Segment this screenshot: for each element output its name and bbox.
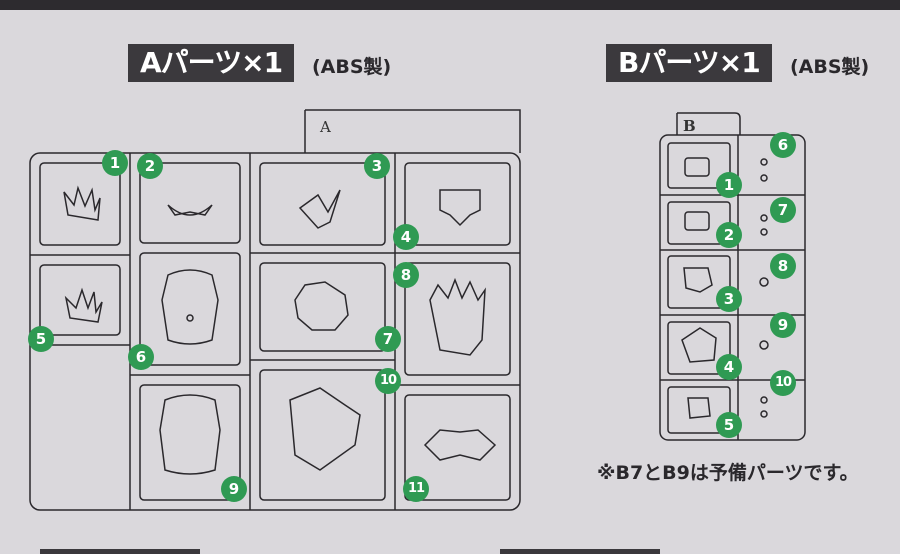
part-b9-badge: 9 xyxy=(770,312,796,338)
part-a2-badge: 2 xyxy=(137,153,163,179)
part-b4-badge: 4 xyxy=(716,354,742,380)
part-a2-sketch xyxy=(167,204,213,216)
part-b7-badge: 7 xyxy=(770,197,796,223)
sprue-a-tag: A xyxy=(320,118,331,136)
part-a5-badge: 5 xyxy=(28,326,54,352)
part-b1-badge: 1 xyxy=(716,172,742,198)
part-b6-badge: 6 xyxy=(770,132,796,158)
part-b3-badge: 3 xyxy=(716,286,742,312)
part-a11-badge: 11 xyxy=(403,476,429,502)
part-b2-sketch xyxy=(684,211,710,231)
bottom-rule-left xyxy=(40,549,200,554)
part-a7-badge: 7 xyxy=(375,326,401,352)
part-a4-sketch xyxy=(439,189,481,227)
sprue-b-outer-frame xyxy=(659,134,806,441)
part-a9-badge: 9 xyxy=(221,476,247,502)
part-b5-sketch xyxy=(687,397,711,419)
part-b4-sketch xyxy=(681,327,717,363)
part-a1-sketch xyxy=(63,185,101,221)
part-a11-sketch xyxy=(423,429,497,461)
part-a9-sketch xyxy=(159,394,221,475)
part-b2-badge: 2 xyxy=(716,222,742,248)
part-b1-sketch xyxy=(684,157,710,177)
part-a6-sketch xyxy=(161,269,219,345)
top-border xyxy=(0,0,900,10)
part-b10-badge: 10 xyxy=(770,370,796,396)
sprue-a-outer-frame xyxy=(29,152,521,511)
part-a1-badge: 1 xyxy=(102,150,128,176)
part-a8-sketch xyxy=(429,277,486,356)
part-b5-badge: 5 xyxy=(716,412,742,438)
sprue-a-tag-frame xyxy=(305,109,521,153)
part-a4-badge: 4 xyxy=(393,224,419,250)
part-a3-sketch xyxy=(298,189,341,229)
sprue-b-tag: B xyxy=(683,117,696,135)
part-a5-sketch xyxy=(64,287,103,323)
sprue-a-title: Aパーツ×1 xyxy=(128,44,295,82)
sprue-b-title: Bパーツ×1 xyxy=(606,44,772,82)
part-a3-badge: 3 xyxy=(364,153,390,179)
sprue-a-material: (ABS製) xyxy=(312,56,392,78)
sprue-b-material: (ABS製) xyxy=(790,56,870,78)
part-a7-sketch xyxy=(294,281,349,331)
part-a8-badge: 8 xyxy=(393,262,419,288)
bottom-rule-right xyxy=(500,549,660,554)
sprue-b-tag-frame xyxy=(677,112,741,135)
part-b3-sketch xyxy=(683,267,713,293)
part-a10-badge: 10 xyxy=(375,368,401,394)
spare-parts-note: ※B7とB9は予備パーツです。 xyxy=(597,462,859,484)
part-a10-sketch xyxy=(289,387,361,471)
part-b8-badge: 8 xyxy=(770,253,796,279)
part-a6-badge: 6 xyxy=(128,344,154,370)
